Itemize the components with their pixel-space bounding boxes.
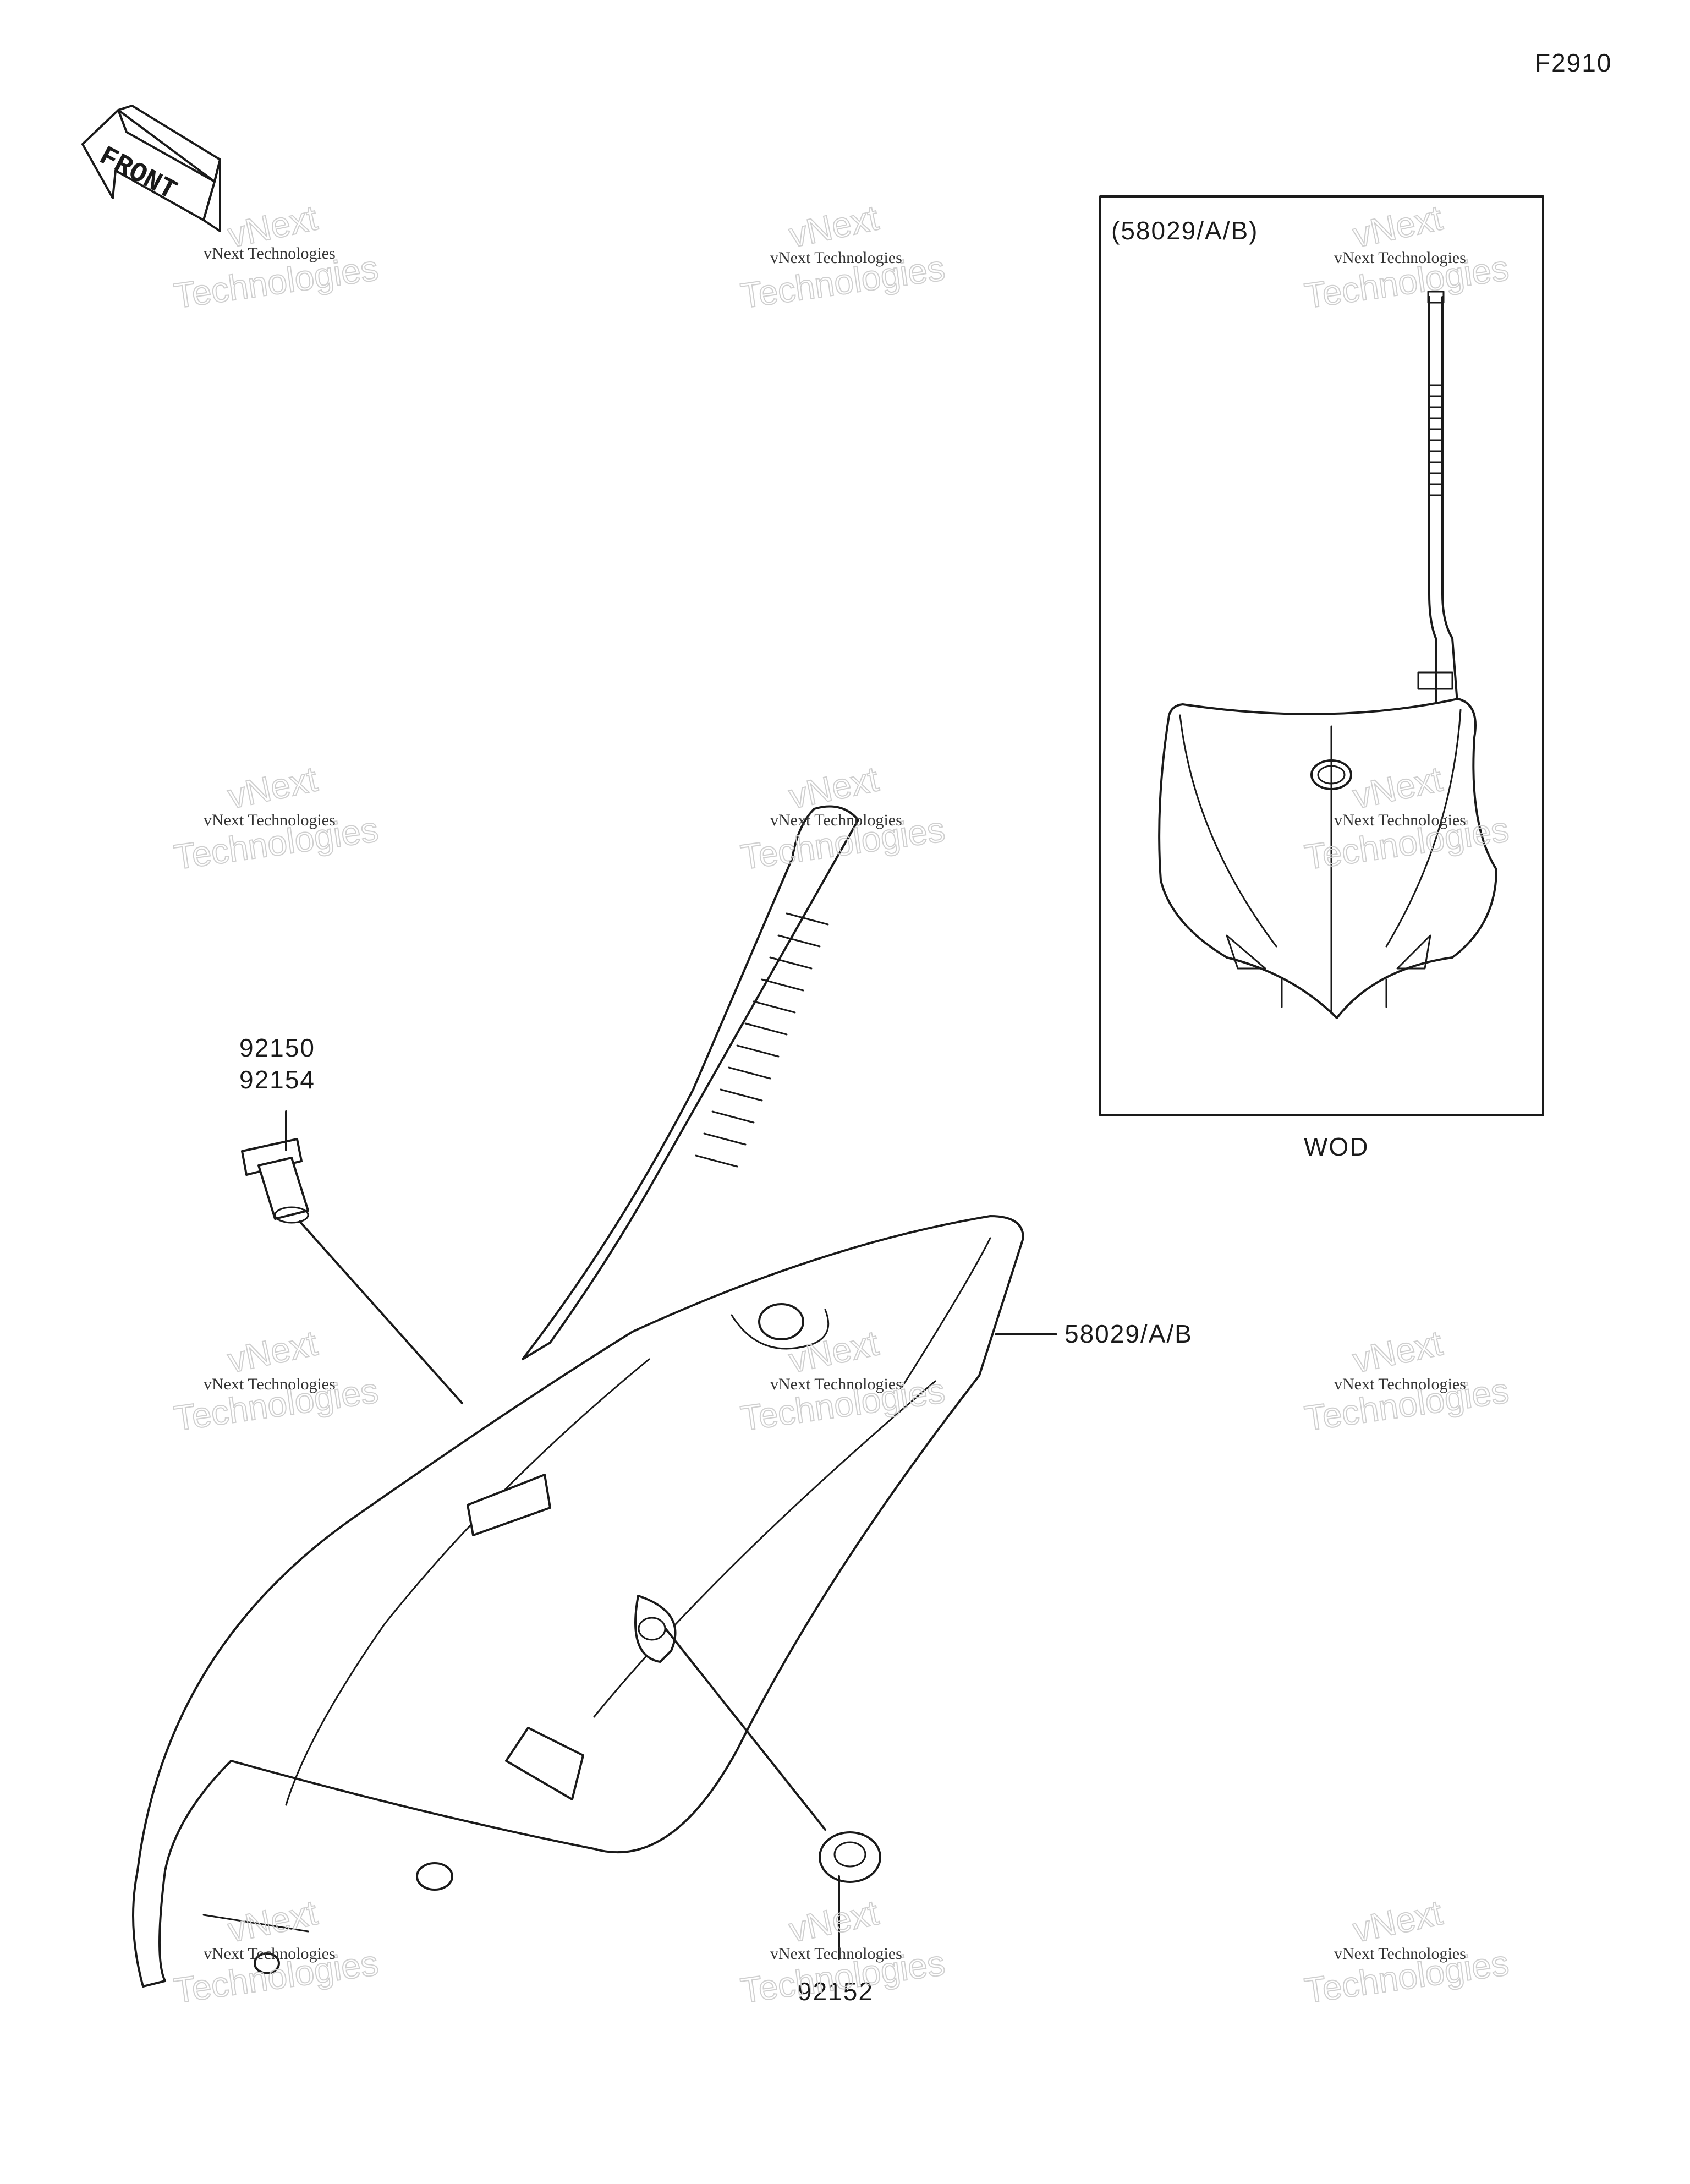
grommet-icon bbox=[819, 1831, 881, 1883]
inset-box: (58029/A/B) WOD bbox=[1099, 195, 1544, 1161]
watermark-10: Technologies vNext Technologies vNext bbox=[171, 1892, 381, 2011]
callout-92150: 92150 bbox=[239, 1033, 315, 1062]
svg-text:vNext: vNext bbox=[224, 759, 321, 816]
svg-text:vNext: vNext bbox=[224, 1892, 321, 1950]
svg-text:vNext: vNext bbox=[786, 759, 882, 816]
svg-text:vNext Technologies: vNext Technologies bbox=[770, 811, 902, 829]
callout-58029: 58029/A/B bbox=[1065, 1320, 1193, 1348]
watermark-7: Technologies vNext Technologies vNext bbox=[171, 1322, 381, 1439]
leader-lines bbox=[285, 1110, 1057, 1960]
svg-text:vNext Technologies: vNext Technologies bbox=[770, 249, 902, 267]
bolt-icon bbox=[241, 1138, 309, 1224]
svg-text:vNext: vNext bbox=[1349, 198, 1446, 255]
watermark-5: Technologies vNext Technologies vNext bbox=[738, 758, 948, 878]
inset-frame bbox=[1099, 195, 1544, 1116]
watermark-11: Technologies vNext Technologies vNext bbox=[738, 1892, 948, 2011]
inset-part-ref: (58029/A/B) bbox=[1111, 216, 1258, 245]
svg-text:vNext Technologies: vNext Technologies bbox=[770, 1945, 902, 1963]
watermark-2: Technologies vNext Technologies vNext bbox=[738, 197, 948, 316]
watermark-12: Technologies vNext Technologies vNext bbox=[1302, 1892, 1512, 2011]
svg-text:vNext Technologies: vNext Technologies bbox=[770, 1375, 902, 1393]
callout-92154: 92154 bbox=[239, 1065, 315, 1094]
front-arrow-icon: FRONT bbox=[81, 105, 221, 232]
number-plate-main bbox=[132, 805, 1024, 1988]
watermark-9: Technologies vNext Technologies vNext bbox=[1302, 1322, 1512, 1439]
svg-text:vNext: vNext bbox=[1349, 1892, 1446, 1950]
svg-text:vNext: vNext bbox=[786, 1892, 882, 1950]
svg-text:vNext Technologies: vNext Technologies bbox=[204, 1375, 336, 1393]
svg-text:vNext Technologies: vNext Technologies bbox=[1334, 1375, 1466, 1393]
svg-text:vNext Technologies: vNext Technologies bbox=[204, 244, 336, 262]
watermark-3: Technologies vNext Technologies vNext bbox=[1302, 197, 1512, 316]
callout-92152: 92152 bbox=[798, 1977, 874, 2006]
svg-text:vNext Technologies: vNext Technologies bbox=[1334, 1945, 1466, 1963]
inset-number-plate bbox=[1158, 291, 1497, 1019]
svg-text:vNext Technologies: vNext Technologies bbox=[204, 1945, 336, 1963]
inset-caption: WOD bbox=[1304, 1132, 1369, 1161]
svg-text:vNext: vNext bbox=[224, 1323, 321, 1380]
svg-text:vNext Technologies: vNext Technologies bbox=[1334, 249, 1466, 267]
svg-text:vNext: vNext bbox=[1349, 1323, 1446, 1380]
svg-text:vNext Technologies: vNext Technologies bbox=[1334, 811, 1466, 829]
svg-text:vNext Technologies: vNext Technologies bbox=[204, 811, 336, 829]
watermark-4: Technologies vNext Technologies vNext bbox=[171, 758, 381, 878]
svg-text:vNext: vNext bbox=[786, 198, 882, 255]
figure-code: F2910 bbox=[1535, 48, 1612, 77]
